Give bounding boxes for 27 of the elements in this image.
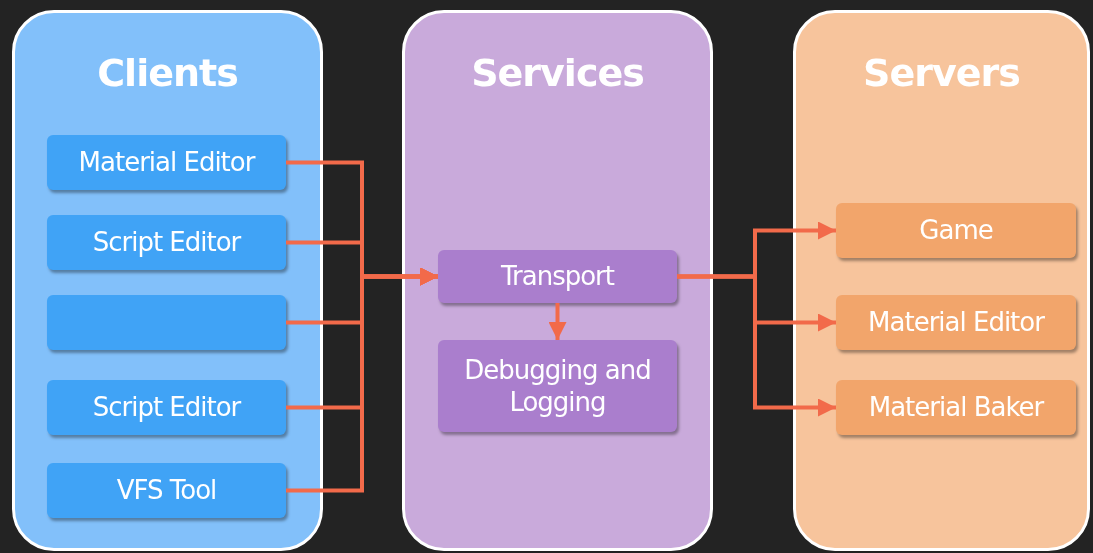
group-panel (12, 10, 323, 551)
component-box (47, 380, 286, 435)
component-box (836, 295, 1076, 350)
component-label: Material Editor (868, 306, 1044, 339)
component-box (47, 463, 286, 518)
component-box (438, 250, 677, 303)
column-heading: Services (470, 51, 645, 95)
component-label: Material Editor (78, 146, 255, 179)
component-box (438, 340, 677, 432)
component-label: Transport (501, 260, 614, 293)
component-label: VFS Tool (116, 474, 217, 507)
column-heading: Clients (96, 51, 239, 95)
component-box (836, 380, 1076, 435)
component-label: Debugging and Logging (463, 353, 652, 419)
group-panel (402, 10, 713, 551)
component-label: Game (919, 214, 993, 247)
component-box (47, 215, 286, 270)
component-box (47, 135, 286, 190)
component-label: Script Editor (92, 391, 241, 424)
column-heading: Servers (862, 51, 1021, 95)
group-panel (793, 10, 1090, 551)
component-box (47, 295, 286, 350)
component-label: Script Editor (92, 226, 241, 259)
component-label: Material Baker (868, 391, 1044, 424)
arrow (677, 274, 836, 417)
arrow (548, 303, 567, 340)
component-box (836, 203, 1076, 258)
